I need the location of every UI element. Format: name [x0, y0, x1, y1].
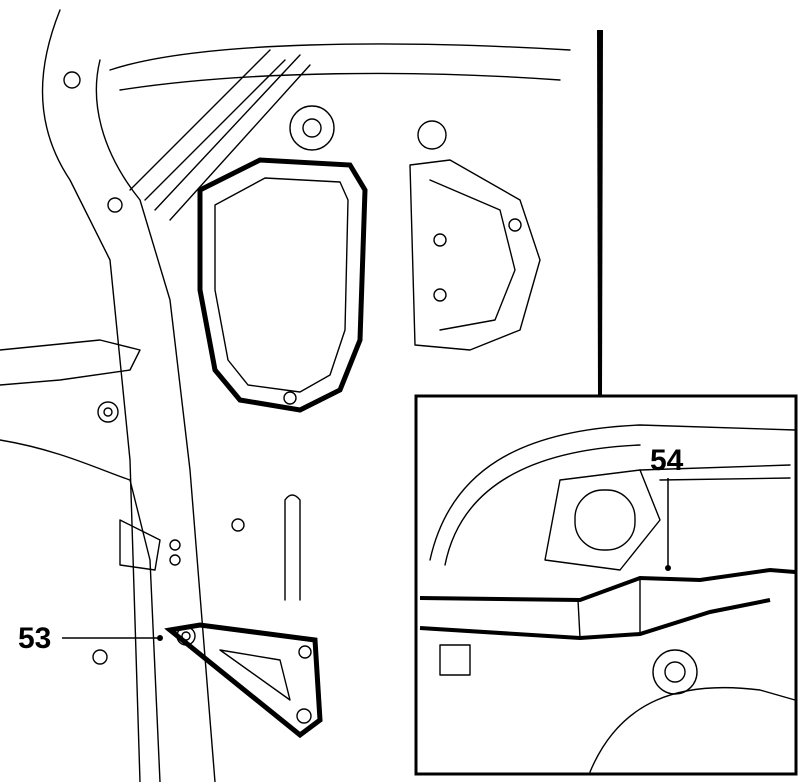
callout-label-53: 53 [18, 622, 52, 655]
gearbox [409, 120, 541, 351]
lower-arm [0, 339, 301, 782]
leader-53-dot [157, 635, 163, 641]
detail-inset [414, 394, 798, 776]
pipes [129, 49, 311, 221]
callout-label-54: 54 [650, 444, 684, 477]
bracket-53 [164, 622, 323, 739]
oil-pan [197, 105, 368, 413]
leader-54-dot [665, 565, 671, 571]
callout-pointer [597, 30, 603, 395]
frame-rail [41, 9, 571, 782]
